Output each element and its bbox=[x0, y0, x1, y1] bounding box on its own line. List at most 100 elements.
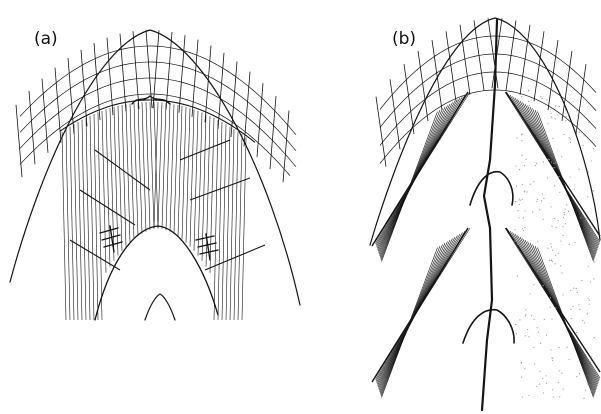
band-boundary bbox=[170, 102, 175, 103]
grid-line bbox=[560, 59, 566, 64]
stipple-dot bbox=[560, 97, 561, 98]
grid-line bbox=[278, 146, 284, 153]
stipple-dot bbox=[546, 99, 547, 100]
grid-line bbox=[134, 46, 140, 47]
stipple-dot bbox=[550, 243, 551, 244]
grid-line bbox=[398, 82, 404, 88]
grid-line bbox=[266, 102, 272, 108]
band-boundary bbox=[120, 102, 125, 103]
grid-line bbox=[566, 64, 572, 69]
grid-line bbox=[520, 25, 530, 95]
grid-line bbox=[536, 45, 542, 48]
grid-line bbox=[392, 142, 398, 149]
stipple-dot bbox=[521, 134, 522, 135]
grid-line bbox=[470, 92, 476, 93]
stipple-dot bbox=[534, 251, 535, 252]
grid-line bbox=[278, 114, 284, 121]
grid-line bbox=[398, 100, 404, 106]
band-boundary bbox=[105, 106, 110, 108]
stipple-dot bbox=[576, 110, 577, 111]
stipple-dot bbox=[565, 223, 566, 224]
grid-line bbox=[205, 46, 211, 123]
stipple-dot bbox=[582, 145, 583, 146]
grid-line bbox=[452, 44, 458, 47]
grid-line bbox=[192, 40, 198, 117]
striation bbox=[98, 112, 102, 320]
stipple-dot bbox=[588, 266, 589, 267]
grid-line bbox=[68, 102, 74, 106]
stipple-dot bbox=[521, 111, 522, 112]
grid-line bbox=[590, 104, 596, 111]
stipple-dot bbox=[533, 347, 534, 348]
grid-line bbox=[128, 63, 134, 64]
stipple-dot bbox=[524, 165, 525, 166]
stipple-dot bbox=[522, 184, 523, 185]
grid-line bbox=[230, 73, 236, 77]
stipple-dot bbox=[534, 363, 535, 364]
panel-b: (b) bbox=[370, 18, 600, 410]
grid-line bbox=[578, 128, 584, 134]
grid-line bbox=[176, 65, 182, 66]
panel-b-outer-fold-outline bbox=[370, 18, 600, 245]
striation bbox=[174, 105, 178, 234]
grid-line bbox=[512, 74, 518, 75]
stipple-dot bbox=[543, 392, 544, 393]
grid-line bbox=[86, 76, 92, 79]
grid-line bbox=[290, 144, 296, 151]
grid-line bbox=[62, 106, 68, 110]
grid-line bbox=[164, 63, 170, 64]
stipple-dot bbox=[539, 371, 540, 372]
grid-line bbox=[542, 48, 548, 51]
grid-line bbox=[482, 90, 488, 91]
striation bbox=[234, 132, 238, 320]
grid-line bbox=[158, 62, 164, 63]
striation bbox=[78, 122, 82, 320]
grid-line bbox=[128, 95, 134, 96]
grid-line bbox=[170, 96, 176, 97]
grid-line bbox=[470, 74, 476, 75]
stipple-dot bbox=[586, 218, 587, 219]
grid-line bbox=[50, 115, 56, 120]
grid-line bbox=[107, 38, 113, 115]
stipple-dot bbox=[523, 243, 524, 244]
stipple-dot bbox=[540, 343, 541, 344]
stipple-dot bbox=[519, 319, 520, 320]
stipple-dot bbox=[533, 284, 534, 285]
stipple-dot bbox=[523, 217, 524, 218]
grid-line bbox=[524, 77, 530, 79]
striation bbox=[86, 118, 90, 320]
grid-line bbox=[422, 61, 428, 66]
grid-line bbox=[572, 105, 578, 110]
striation bbox=[170, 104, 174, 231]
grid-line bbox=[518, 39, 524, 41]
stipple-dot bbox=[528, 90, 529, 91]
band-boundary bbox=[175, 102, 180, 103]
stipple-dot bbox=[524, 368, 525, 369]
stipple-dot bbox=[560, 240, 561, 241]
grid-line bbox=[236, 77, 242, 81]
grid-line bbox=[194, 86, 200, 88]
stipple-dot bbox=[535, 165, 536, 166]
striation bbox=[114, 107, 118, 256]
panel-a-label: (a) bbox=[34, 29, 58, 49]
grid-line bbox=[260, 112, 266, 118]
stipple-dot bbox=[591, 160, 592, 161]
grid-line bbox=[428, 57, 434, 61]
panel-a-shear-arrow-left bbox=[100, 226, 122, 252]
stipple-dot bbox=[523, 230, 524, 231]
band-boundary bbox=[195, 108, 200, 110]
grid-line bbox=[218, 53, 224, 129]
grid-line bbox=[500, 72, 506, 73]
grid-line bbox=[458, 77, 464, 79]
stipple-dot bbox=[541, 139, 542, 140]
grid-line bbox=[584, 116, 590, 122]
stipple-dot bbox=[521, 155, 522, 156]
stipple-dot bbox=[544, 319, 545, 320]
stipple-dot bbox=[558, 176, 559, 177]
band-edge bbox=[506, 92, 600, 236]
grid-line bbox=[278, 162, 284, 169]
grid-line bbox=[386, 131, 392, 138]
grid-line bbox=[32, 114, 38, 120]
stipple-dot bbox=[566, 347, 567, 348]
stipple-dot bbox=[542, 98, 543, 99]
